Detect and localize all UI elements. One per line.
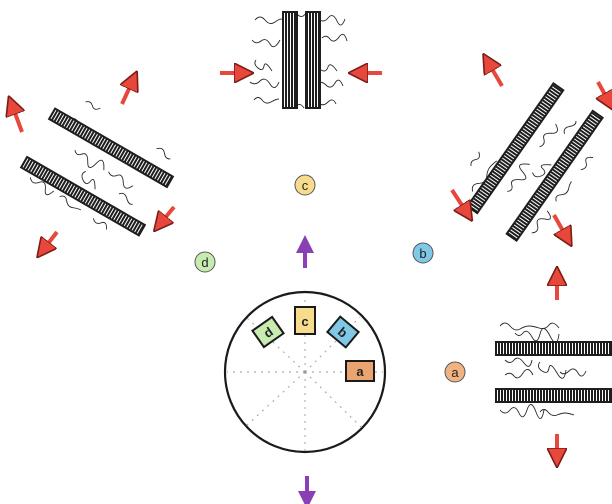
structure-c xyxy=(220,11,382,109)
arrow-red-icon xyxy=(43,230,59,250)
arrow-red-icon xyxy=(160,205,176,224)
arrow-red-icon xyxy=(552,214,567,238)
badge-d: d xyxy=(251,315,285,349)
structure-d xyxy=(12,80,176,250)
bar-c-right xyxy=(306,12,320,108)
arrow-red-icon xyxy=(122,80,133,105)
bar-d-bottom xyxy=(19,155,147,237)
bar-a-bottom xyxy=(495,388,612,403)
center-circle: c d b a xyxy=(223,290,387,454)
structure-b xyxy=(450,62,612,249)
bar-d-top xyxy=(47,107,175,189)
label-d-text: d xyxy=(201,255,208,270)
structure-a xyxy=(495,276,612,458)
badge-a-label: a xyxy=(356,364,364,379)
label-b: b xyxy=(412,242,434,264)
label-d: d xyxy=(194,251,216,273)
bar-a-top xyxy=(495,341,612,356)
label-b-text: b xyxy=(419,246,426,261)
arrow-red-icon xyxy=(12,105,22,133)
label-c-text: c xyxy=(302,178,309,193)
label-c: c xyxy=(294,174,316,196)
bar-b-right xyxy=(505,109,604,243)
badge-c-label: c xyxy=(301,314,308,329)
arrow-red-icon xyxy=(450,188,467,213)
arrow-red-icon xyxy=(488,62,504,88)
label-a: a xyxy=(444,361,466,383)
arrow-red-icon xyxy=(598,81,609,102)
badge-c: c xyxy=(294,306,316,335)
chains-c xyxy=(249,12,348,109)
label-a-text: a xyxy=(451,365,459,380)
bar-c-left xyxy=(283,12,297,108)
badge-b: b xyxy=(325,315,361,349)
badge-a: a xyxy=(345,360,375,382)
